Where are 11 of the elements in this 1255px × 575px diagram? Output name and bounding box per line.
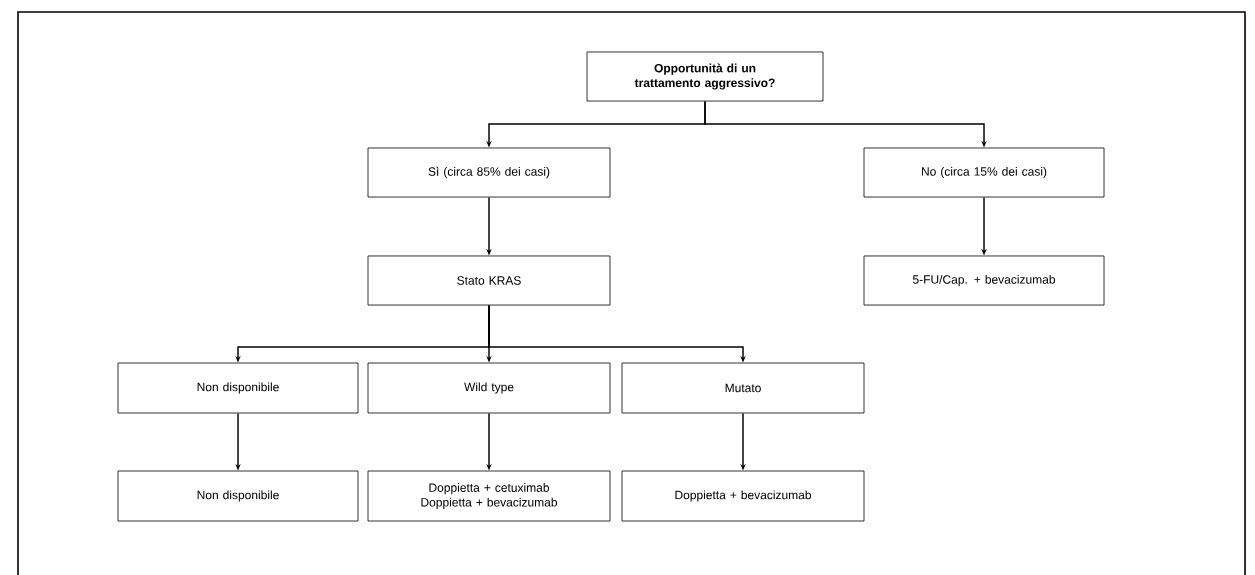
process-box: Sì (circa 85% dei casi) [367,147,611,198]
process-box: Wild type [367,362,611,414]
process-box: 5-FU/Cap. + bevacizumab [863,255,1105,306]
process-box: Non disponibile [117,470,359,522]
process-box: Non disponibile [117,362,359,414]
process-box: Doppietta + cetuximab Doppietta + bevacizumab [367,470,611,522]
process-box: No (circa 15% dei casi) [863,147,1105,198]
process-box: Doppietta + bevacizumab [621,470,865,522]
process-box: Opportunità di un trattamento aggressivo? [586,51,824,102]
process-box: Mutato [621,362,865,414]
process-box: Stato KRAS [367,255,611,306]
